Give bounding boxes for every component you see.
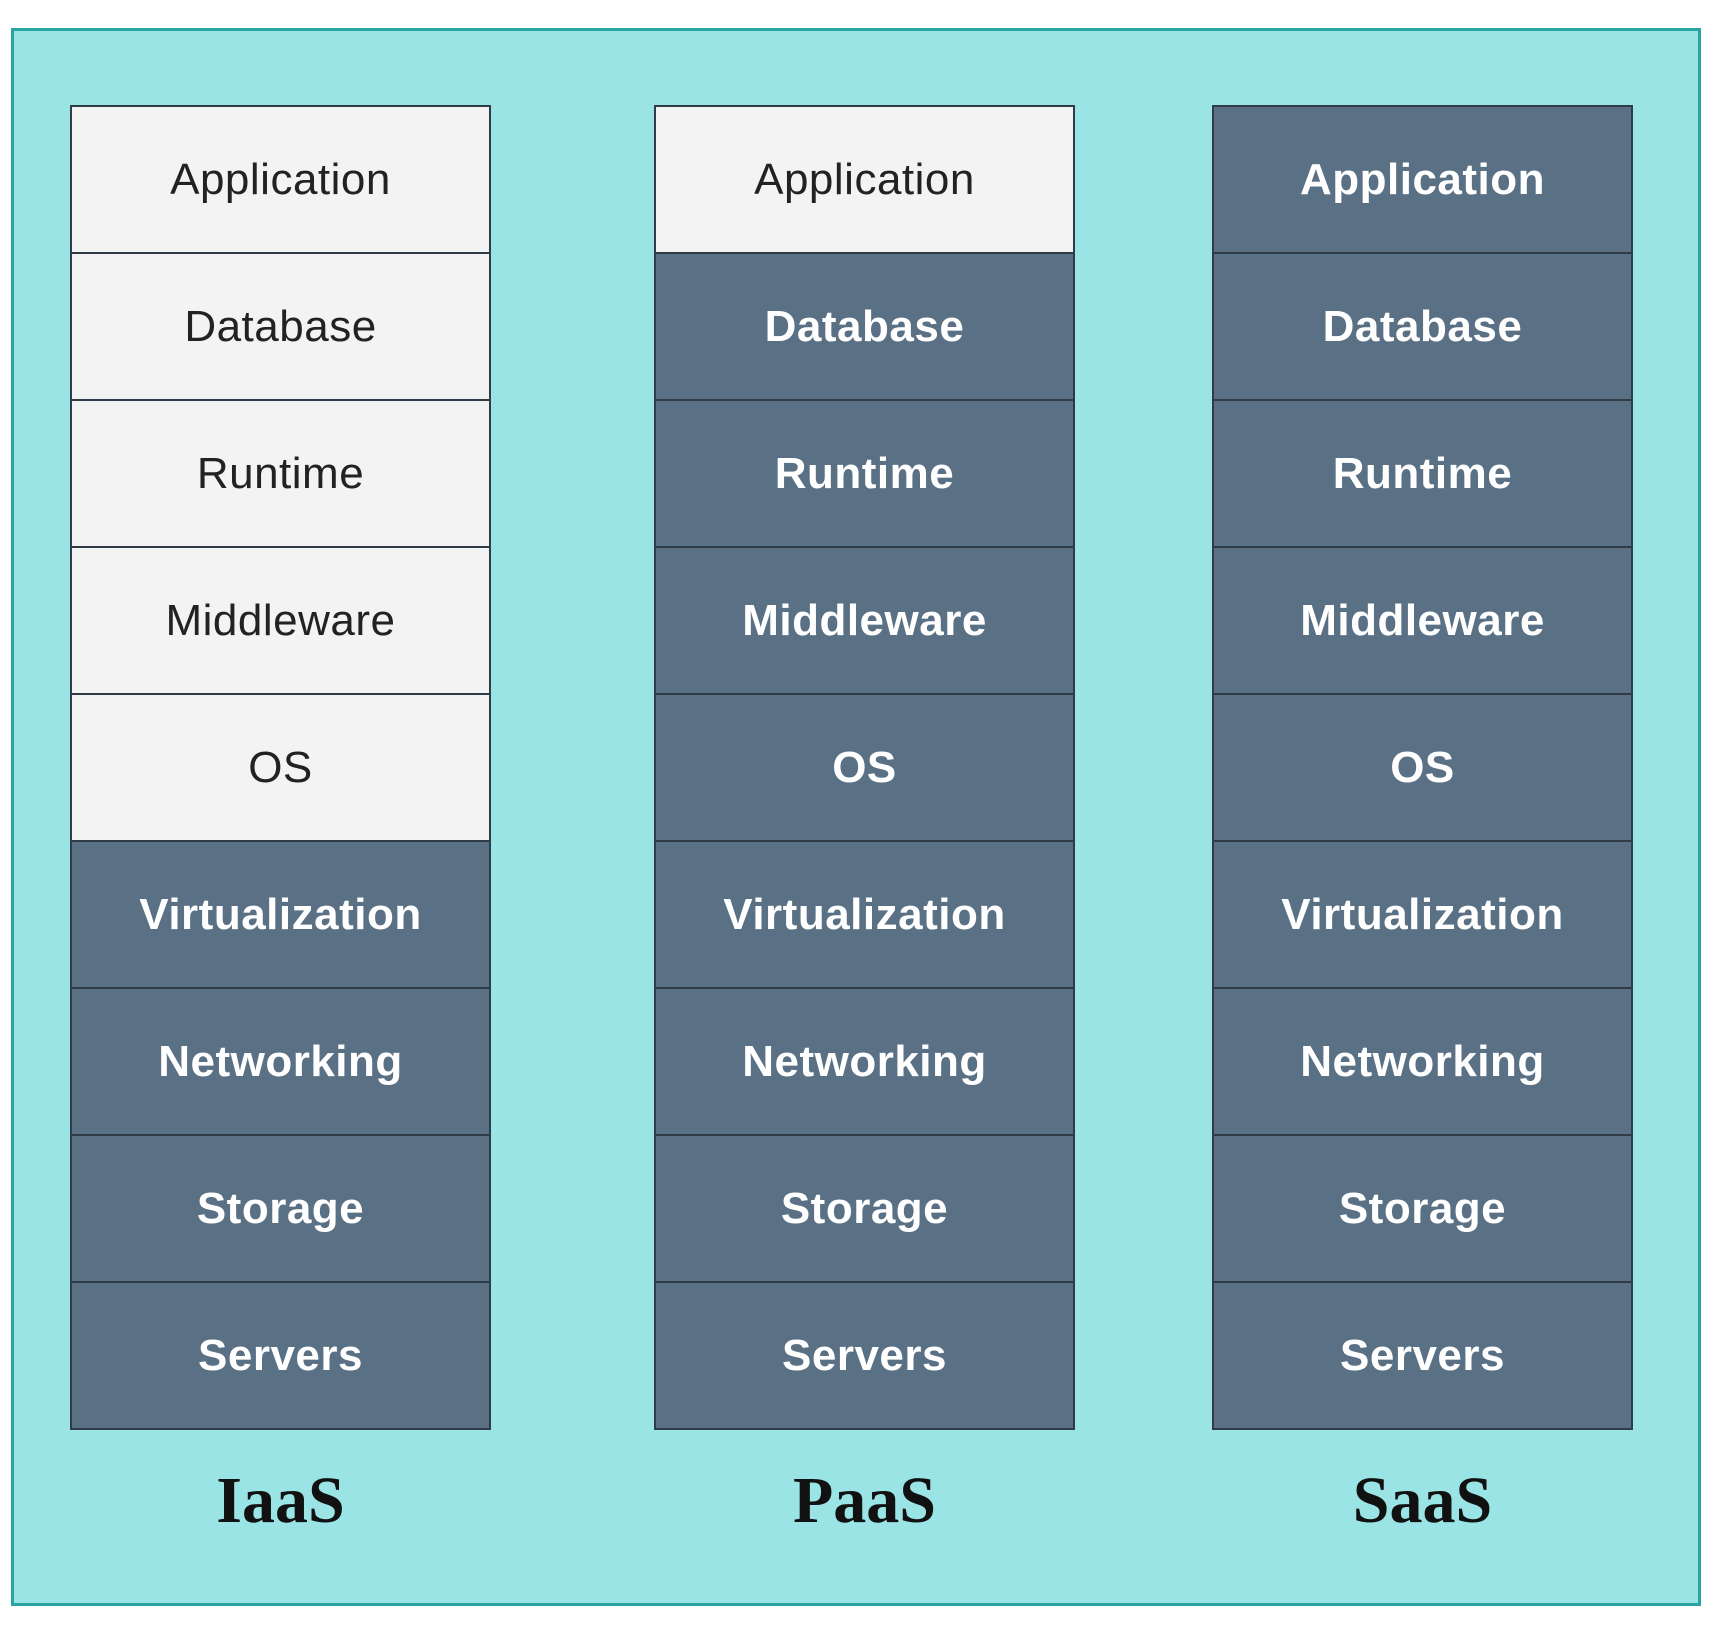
diagram-panel: Application Database Runtime Middleware … <box>11 28 1701 1606</box>
layer-middleware: Middleware <box>72 546 489 693</box>
stack-saas: Application Database Runtime Middleware … <box>1212 105 1633 1430</box>
layer-runtime: Runtime <box>656 399 1073 546</box>
layer-storage: Storage <box>72 1134 489 1281</box>
layer-virtualization: Virtualization <box>656 840 1073 987</box>
layer-servers: Servers <box>72 1281 489 1428</box>
stack-label-saas: SaaS <box>1352 1464 1493 1537</box>
layer-application: Application <box>1214 107 1631 252</box>
layer-runtime: Runtime <box>72 399 489 546</box>
stack-paas: Application Database Runtime Middleware … <box>654 105 1075 1430</box>
layer-database: Database <box>72 252 489 399</box>
layer-middleware: Middleware <box>1214 546 1631 693</box>
layer-middleware: Middleware <box>656 546 1073 693</box>
layer-os: OS <box>72 693 489 840</box>
layer-servers: Servers <box>1214 1281 1631 1428</box>
layer-storage: Storage <box>1214 1134 1631 1281</box>
layer-os: OS <box>1214 693 1631 840</box>
layer-networking: Networking <box>1214 987 1631 1134</box>
layer-networking: Networking <box>656 987 1073 1134</box>
layer-database: Database <box>656 252 1073 399</box>
layer-storage: Storage <box>656 1134 1073 1281</box>
layer-virtualization: Virtualization <box>72 840 489 987</box>
layer-servers: Servers <box>656 1281 1073 1428</box>
layer-application: Application <box>656 107 1073 252</box>
stack-label-paas: PaaS <box>792 1464 937 1537</box>
stack-iaas: Application Database Runtime Middleware … <box>70 105 491 1430</box>
layer-runtime: Runtime <box>1214 399 1631 546</box>
layer-application: Application <box>72 107 489 252</box>
layer-virtualization: Virtualization <box>1214 840 1631 987</box>
layer-database: Database <box>1214 252 1631 399</box>
stack-label-iaas: IaaS <box>216 1464 345 1537</box>
layer-networking: Networking <box>72 987 489 1134</box>
layer-os: OS <box>656 693 1073 840</box>
